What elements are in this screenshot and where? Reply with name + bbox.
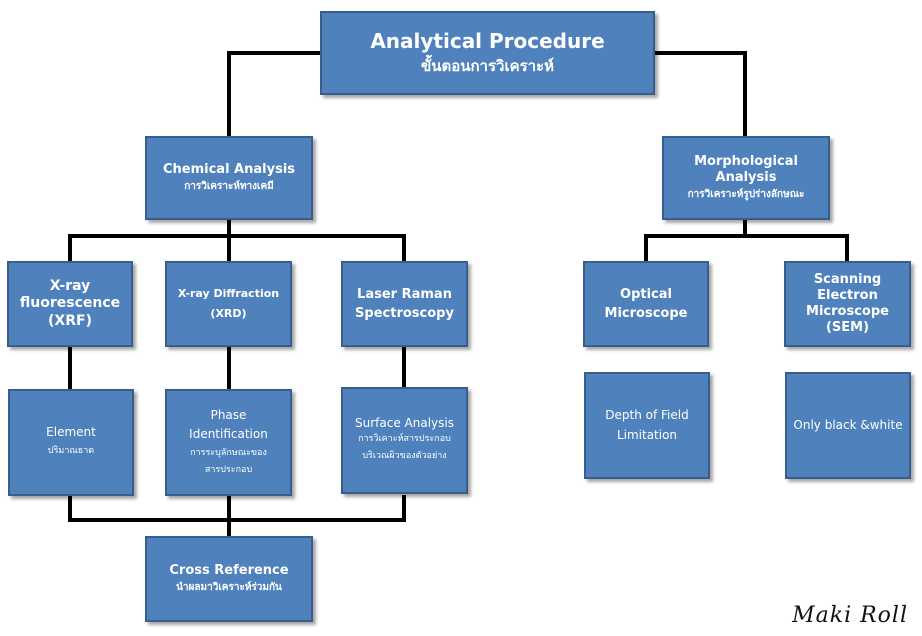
- phase-title: Phase Identification: [189, 408, 268, 442]
- element-box: Element ปริมาณธาต: [8, 389, 134, 496]
- root-subtitle: ขั้นตอนการวิเคราะห์: [420, 56, 555, 75]
- morphological-analysis-box: Morphological Analysis การวิเคราะห์รูปร่…: [662, 136, 830, 220]
- root-title: Analytical Procedure: [370, 29, 605, 54]
- surface-analysis-box: Surface Analysis การวิเคาะห์สารประกอบบริ…: [341, 387, 468, 494]
- morphological-subtitle: การวิเคราะห์รูปร่างลักษณะ: [687, 188, 805, 200]
- element-title: Element: [46, 425, 96, 440]
- chemical-subtitle: การวิเคราะห์ทางเคมี: [184, 180, 274, 192]
- analytical-procedure-box: Analytical Procedure ขั้นตอนการวิเคราะห์: [320, 11, 655, 95]
- connector-morphological-branch: [644, 234, 849, 262]
- chemical-title: Chemical Analysis: [162, 162, 296, 178]
- phase-identification-box: Phase Identification การระบุลักษณะของสาร…: [165, 389, 292, 496]
- phase-subtitle: การระบุลักษณะของสารประกอบ: [190, 447, 267, 475]
- blackwhite-title: Only black &white: [793, 418, 903, 433]
- connector-root-morphological: [655, 51, 747, 137]
- xrf-title: X-ray fluorescence (XRF): [19, 278, 121, 329]
- cross-reference-box: Cross Reference นำผลมาวิเคราะห์ร่วมกัน: [145, 536, 313, 622]
- connector-chemical-branch: [68, 234, 406, 262]
- xrd-box: X-ray Diffraction (XRD): [165, 261, 292, 347]
- depth-of-field-box: Depth of Field Limitation: [584, 372, 710, 479]
- signature: Maki Roll: [792, 603, 908, 628]
- optical-title: Optical Microscope: [604, 286, 688, 322]
- optical-microscope-box: Optical Microscope: [583, 261, 709, 347]
- cross-title: Cross Reference: [169, 563, 289, 579]
- morphological-title: Morphological Analysis: [694, 154, 798, 185]
- raman-title: Laser Raman Spectroscopy: [355, 286, 454, 322]
- sem-box: Scanning Electron Microscope (SEM): [784, 261, 911, 347]
- surface-title: Surface Analysis: [355, 416, 454, 431]
- raman-box: Laser Raman Spectroscopy: [341, 261, 468, 347]
- xrd-title: X-ray Diffraction (XRD): [177, 287, 280, 320]
- cross-subtitle: นำผลมาวิเคราะห์ร่วมกัน: [176, 581, 282, 593]
- xrf-box: X-ray fluorescence (XRF): [7, 261, 133, 347]
- sem-title: Scanning Electron Microscope (SEM): [806, 272, 889, 335]
- connector-root-chemical: [227, 51, 320, 137]
- black-white-box: Only black &white: [785, 372, 911, 479]
- connector-merge: [68, 495, 406, 522]
- depth-title: Depth of Field Limitation: [605, 408, 689, 442]
- element-subtitle: ปริมาณธาต: [47, 445, 95, 456]
- surface-subtitle: การวิเคาะห์สารประกอบบริเวณผิวของตัวอย่าง: [358, 433, 451, 461]
- chemical-analysis-box: Chemical Analysis การวิเคราะห์ทางเคมี: [145, 136, 313, 220]
